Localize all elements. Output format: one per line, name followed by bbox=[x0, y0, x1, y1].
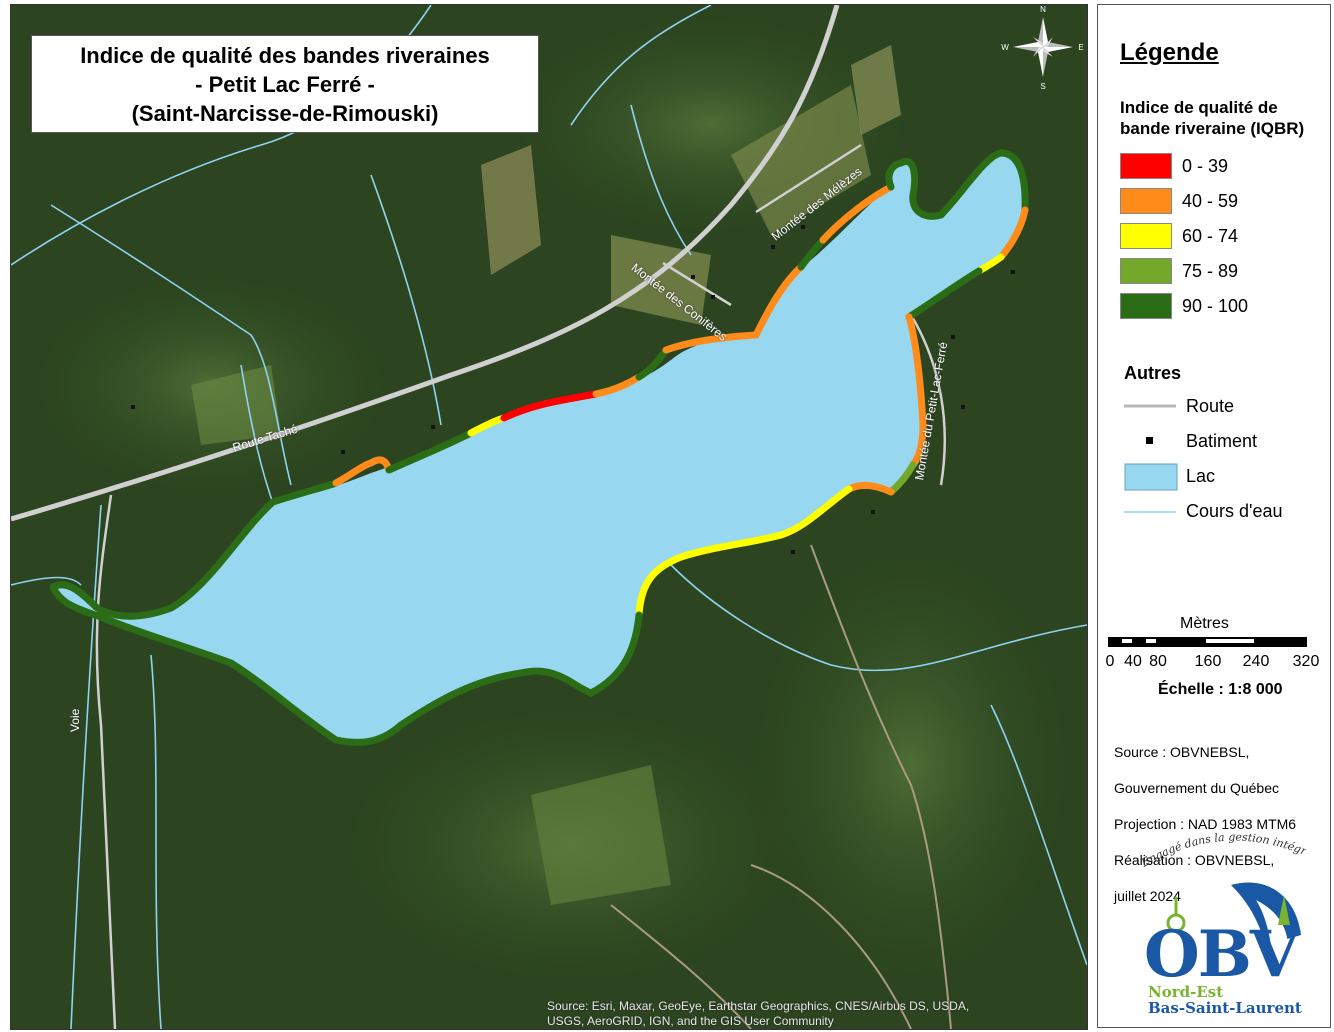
legend-route: Route bbox=[1124, 393, 1324, 421]
scale-tick: 80 bbox=[1149, 653, 1167, 670]
batiment-label: Batiment bbox=[1186, 431, 1258, 451]
map-frame[interactable]: N E S W Indice de qualité des bandes riv… bbox=[10, 4, 1088, 1030]
map-title-line-2: - Petit Lac Ferré - bbox=[195, 72, 375, 97]
compass-w: W bbox=[1001, 43, 1009, 52]
source-line: Projection : NAD 1983 MTM6 bbox=[1114, 816, 1297, 832]
stream-line-icon bbox=[1124, 511, 1176, 513]
obv-logo: Engagé dans la gestion intégrée de l'eau… bbox=[1136, 825, 1306, 1021]
source-credits: Source : OBVNEBSL, Gouvernement du Québe… bbox=[1114, 725, 1296, 923]
map-title-line-1: Indice de qualité des bandes riveraines bbox=[80, 43, 490, 68]
class-swatch bbox=[1120, 188, 1172, 214]
compass-n: N bbox=[1040, 5, 1046, 14]
others-legend-title: Autres bbox=[1124, 363, 1182, 383]
iqbr-title-line-1: Indice de qualité de bbox=[1120, 98, 1278, 117]
source-line: juillet 2024 bbox=[1114, 888, 1181, 904]
lake-polygon[interactable] bbox=[53, 153, 1026, 743]
class-label: 0 - 39 bbox=[1182, 156, 1229, 176]
scale-bar bbox=[1108, 637, 1307, 647]
logo-brand: OBV bbox=[1144, 917, 1299, 992]
attribution-line-1: Source: Esri, Maxar, GeoEye, Earthstar G… bbox=[547, 999, 970, 1013]
riparian-band bbox=[49, 149, 1029, 746]
lake-fill-icon bbox=[1124, 463, 1178, 491]
logo-emblem-icon bbox=[1166, 882, 1301, 945]
buildings bbox=[131, 225, 1015, 554]
basemap-attribution: Source: Esri, Maxar, GeoEye, Earthstar G… bbox=[547, 999, 969, 1029]
legend-batiment: Batiment bbox=[1124, 428, 1324, 456]
road-label-voie: Voie bbox=[68, 708, 82, 732]
compass-e: E bbox=[1078, 43, 1083, 52]
roads bbox=[11, 5, 952, 1029]
scale-tick: 160 bbox=[1194, 653, 1222, 670]
legend-lac: Lac bbox=[1124, 463, 1324, 491]
legend-panel: Légende Indice de qualité de bande river… bbox=[1097, 4, 1331, 1028]
source-line: Réalisation : OBVNEBSL, bbox=[1114, 852, 1275, 868]
legend-cours-deau: Cours d'eau bbox=[1124, 498, 1324, 526]
scale-unit: Mètres bbox=[1180, 615, 1229, 632]
scale-tick: 320 bbox=[1292, 653, 1320, 670]
attribution-line-2: USGS, AeroGRID, IGN, and the GIS User Co… bbox=[547, 1014, 834, 1028]
route-label: Route bbox=[1186, 396, 1235, 416]
iqbr-title-line-2: bande riveraine (IQBR) bbox=[1120, 119, 1305, 138]
lac-label: Lac bbox=[1186, 466, 1216, 486]
map-title: Indice de qualité des bandes riveraines … bbox=[31, 35, 539, 133]
scale-tick: 240 bbox=[1242, 653, 1270, 670]
scale-tick: 40 bbox=[1124, 653, 1142, 670]
building-square-icon bbox=[1146, 437, 1153, 444]
source-line: Source : OBVNEBSL, bbox=[1114, 744, 1250, 760]
class-swatch bbox=[1120, 153, 1172, 179]
map-canvas: N E S W bbox=[11, 5, 1087, 1029]
class-swatch bbox=[1120, 293, 1172, 319]
logo-line-2: Bas-Saint-Laurent bbox=[1148, 999, 1302, 1017]
class-label: 90 - 100 bbox=[1182, 296, 1249, 316]
class-label: 75 - 89 bbox=[1182, 261, 1239, 281]
scale-ratio: Échelle : 1:8 000 bbox=[1158, 681, 1283, 698]
class-swatch bbox=[1120, 258, 1172, 284]
source-line: Gouvernement du Québec bbox=[1114, 780, 1279, 796]
class-label: 40 - 59 bbox=[1182, 191, 1239, 211]
iqbr-legend-title: Indice de qualité de bande riveraine (IQ… bbox=[1120, 97, 1304, 139]
compass-s: S bbox=[1040, 82, 1045, 91]
class-label: 60 - 74 bbox=[1182, 226, 1239, 246]
route-line-icon bbox=[1124, 404, 1176, 408]
class-swatch bbox=[1120, 223, 1172, 249]
logo-line-1: Nord-Est bbox=[1148, 983, 1224, 1001]
cours-deau-label: Cours d'eau bbox=[1186, 501, 1283, 521]
scale-tick: 0 bbox=[1105, 653, 1115, 670]
logo-tagline-arc: Engagé dans la gestion intégrée de l'eau bbox=[1136, 825, 1306, 870]
map-title-line-3: (Saint-Narcisse-de-Rimouski) bbox=[131, 101, 439, 126]
legend-title: Légende bbox=[1120, 39, 1219, 66]
